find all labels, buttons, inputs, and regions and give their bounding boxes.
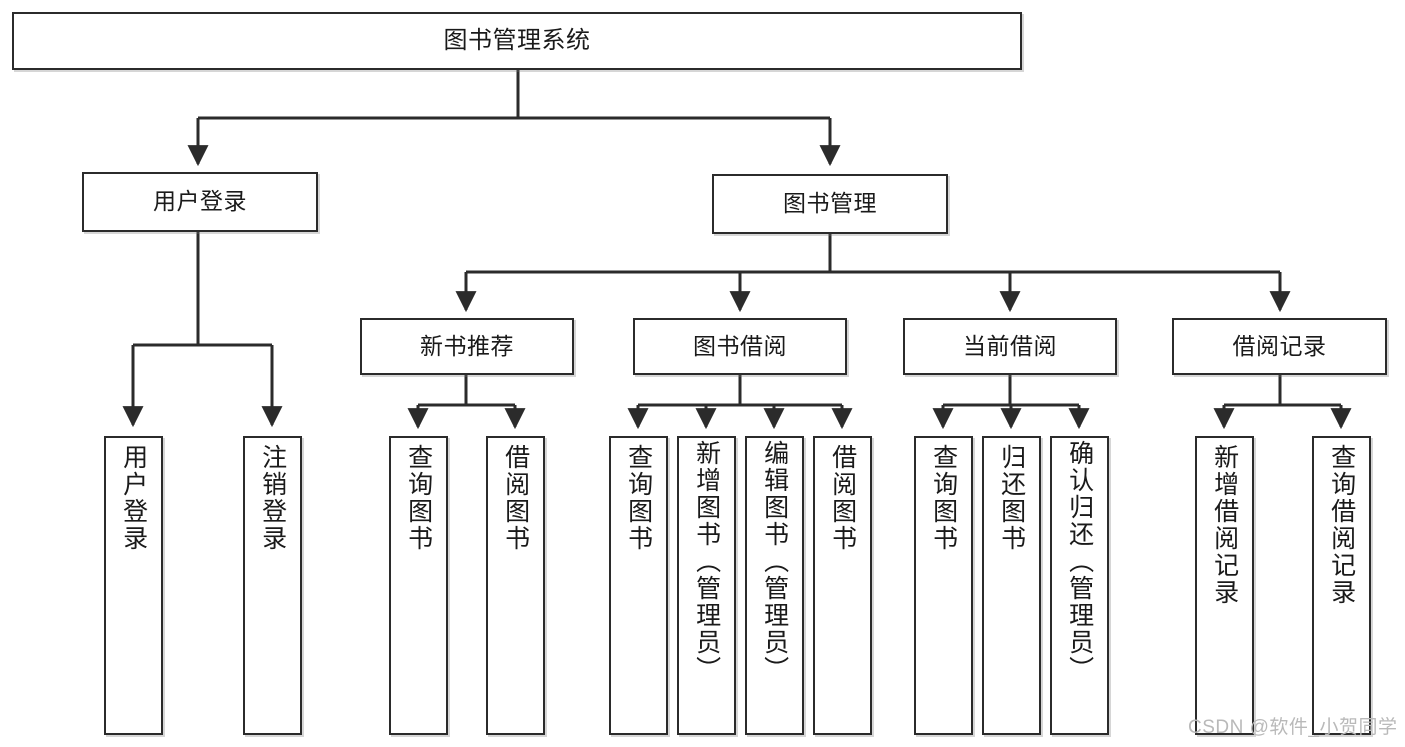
node-label: 新增借阅记录: [1210, 444, 1239, 606]
node-label: 归还图书: [997, 444, 1026, 552]
node-label: 查询图书: [404, 444, 433, 552]
leaf-borrow-edit-book-admin[interactable]: 编辑图书（管理员）: [745, 436, 804, 735]
node-user-login[interactable]: 用户登录: [82, 172, 318, 232]
node-current-borrow[interactable]: 当前借阅: [903, 318, 1117, 375]
leaf-user-login[interactable]: 用户登录: [104, 436, 163, 735]
node-root-system[interactable]: 图书管理系统: [12, 12, 1022, 70]
leaf-current-return-book[interactable]: 归还图书: [982, 436, 1041, 735]
node-label: 当前借阅: [963, 332, 1057, 359]
csdn-watermark: CSDN @软件_小贺同学: [1188, 717, 1398, 738]
leaf-record-add-borrow-record[interactable]: 新增借阅记录: [1195, 436, 1254, 735]
node-label: 图书管理系统: [443, 26, 591, 54]
node-label: 注销登录: [258, 444, 287, 552]
node-label: 图书借阅: [693, 332, 787, 359]
node-label: 用户登录: [119, 444, 148, 552]
node-label: 借阅图书: [501, 444, 530, 552]
node-label: 查询图书: [929, 444, 958, 552]
leaf-borrow-add-book-admin[interactable]: 新增图书（管理员）: [677, 436, 736, 735]
leaf-borrow-do-borrow-book[interactable]: 借阅图书: [813, 436, 872, 735]
node-book-borrow[interactable]: 图书借阅: [633, 318, 847, 375]
node-label: 新书推荐: [420, 332, 514, 359]
leaf-borrow-query-book[interactable]: 查询图书: [609, 436, 668, 735]
node-label: 编辑图书（管理员）: [760, 440, 789, 683]
node-label: 借阅图书: [828, 444, 857, 552]
node-book-management[interactable]: 图书管理: [712, 174, 948, 234]
leaf-current-query-book[interactable]: 查询图书: [914, 436, 973, 735]
node-new-book-recommend[interactable]: 新书推荐: [360, 318, 574, 375]
node-label: 确认归还（管理员）: [1065, 440, 1094, 683]
node-label: 图书管理: [783, 190, 877, 217]
leaf-record-query-borrow-record[interactable]: 查询借阅记录: [1312, 436, 1371, 735]
leaf-recommend-borrow-book[interactable]: 借阅图书: [486, 436, 545, 735]
node-label: 借阅记录: [1232, 332, 1327, 359]
node-label: 查询图书: [624, 444, 653, 552]
node-label: 用户登录: [153, 188, 247, 215]
leaf-current-confirm-return-admin[interactable]: 确认归还（管理员）: [1050, 436, 1109, 735]
leaf-user-logout[interactable]: 注销登录: [243, 436, 302, 735]
leaf-recommend-query-book[interactable]: 查询图书: [389, 436, 448, 735]
node-label: 新增图书（管理员）: [692, 440, 721, 683]
node-borrow-record[interactable]: 借阅记录: [1172, 318, 1387, 375]
node-label: 查询借阅记录: [1327, 444, 1356, 606]
